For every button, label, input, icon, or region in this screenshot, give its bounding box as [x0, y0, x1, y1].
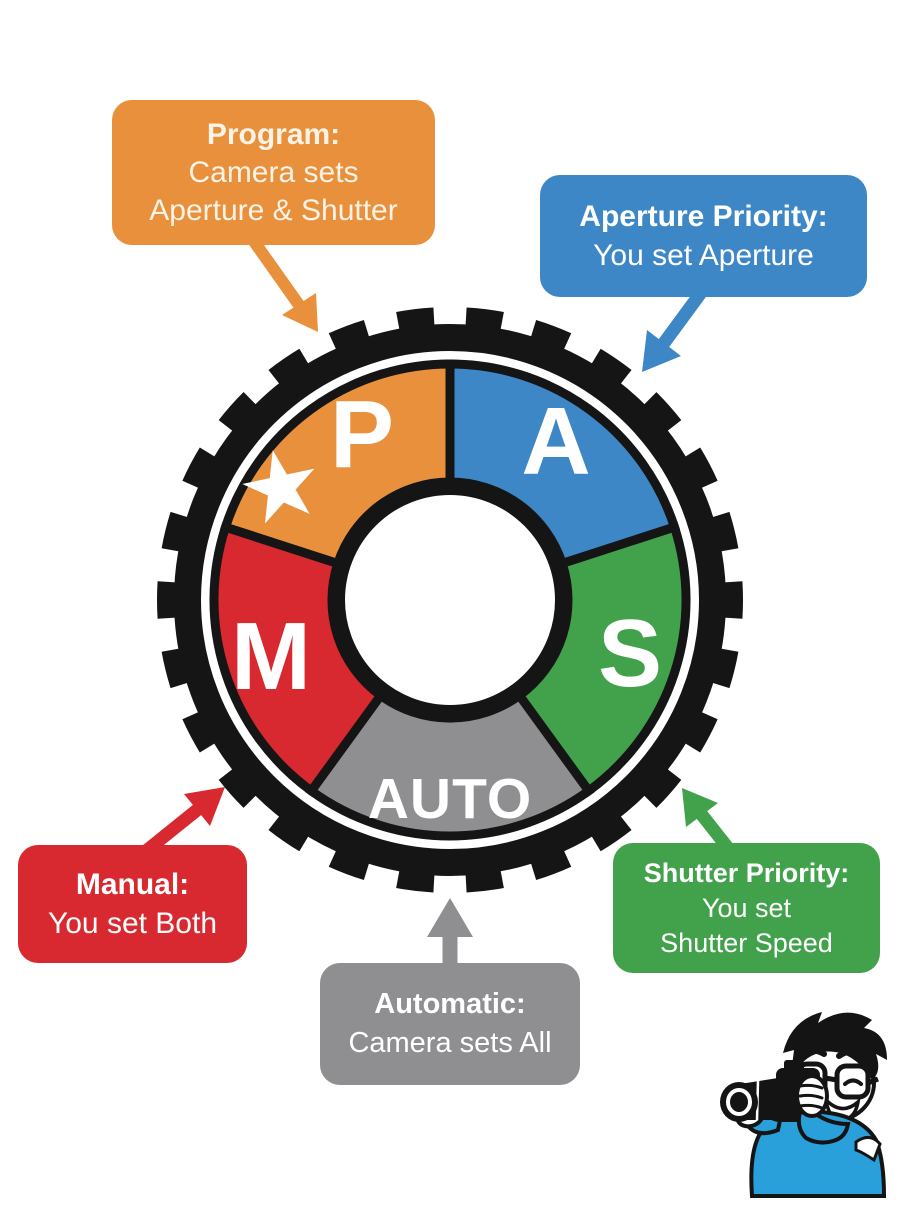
callout-shutter-title: Shutter Priority:: [643, 857, 850, 888]
callout-program: Program: Camera sets Aperture & Shutter: [112, 100, 435, 245]
callout-automatic: Automatic: Camera sets All: [320, 963, 580, 1085]
eyebrows: [794, 1047, 869, 1059]
callout-manual-line1: You set Both: [47, 907, 218, 940]
callout-program-title: Program:: [206, 117, 341, 151]
callout-program-line1: Camera sets: [188, 155, 359, 189]
callout-automatic-title: Automatic:: [374, 988, 526, 1020]
dial-label-s: S: [598, 600, 662, 707]
fingers: [798, 1083, 824, 1110]
mode-dial: A S AUTO M P ★: [157, 307, 743, 893]
dial-label-a: A: [521, 388, 590, 495]
callout-aperture-title: Aperture Priority:: [579, 200, 828, 233]
dial-rim-teeth: [157, 307, 743, 893]
dial-label-p: P: [330, 381, 394, 488]
callout-aperture-line1: You set Aperture: [593, 239, 814, 272]
photographer-illustration: [720, 1012, 887, 1198]
sleeve-cuff-right: [854, 1136, 882, 1163]
dial-label-m: M: [231, 603, 311, 710]
callout-aperture-priority: Aperture Priority: You set Aperture: [540, 175, 867, 297]
aperture-arrow: [642, 287, 707, 372]
dial-label-auto: AUTO: [368, 767, 532, 831]
callout-shutter-line1: You set: [701, 892, 792, 923]
dial-center-hub: [331, 481, 569, 719]
right-arm: [796, 1109, 851, 1145]
callout-program-line2: Aperture & Shutter: [149, 193, 398, 227]
program-arrow: [247, 234, 318, 332]
callout-manual: Manual: You set Both: [18, 845, 247, 963]
callout-automatic-line1: Camera sets All: [348, 1027, 552, 1059]
callout-shutter-priority: Shutter Priority: You set Shutter Speed: [613, 843, 880, 973]
dial-rim-ring: [174, 324, 726, 876]
wink-eye: [843, 1078, 863, 1086]
shutter-arrow: [682, 788, 735, 855]
callout-shutter-line2: Shutter Speed: [660, 927, 833, 958]
dial-gap-ring: [201, 351, 699, 849]
callout-manual-title: Manual:: [75, 868, 190, 901]
automatic-arrow: [427, 898, 473, 965]
